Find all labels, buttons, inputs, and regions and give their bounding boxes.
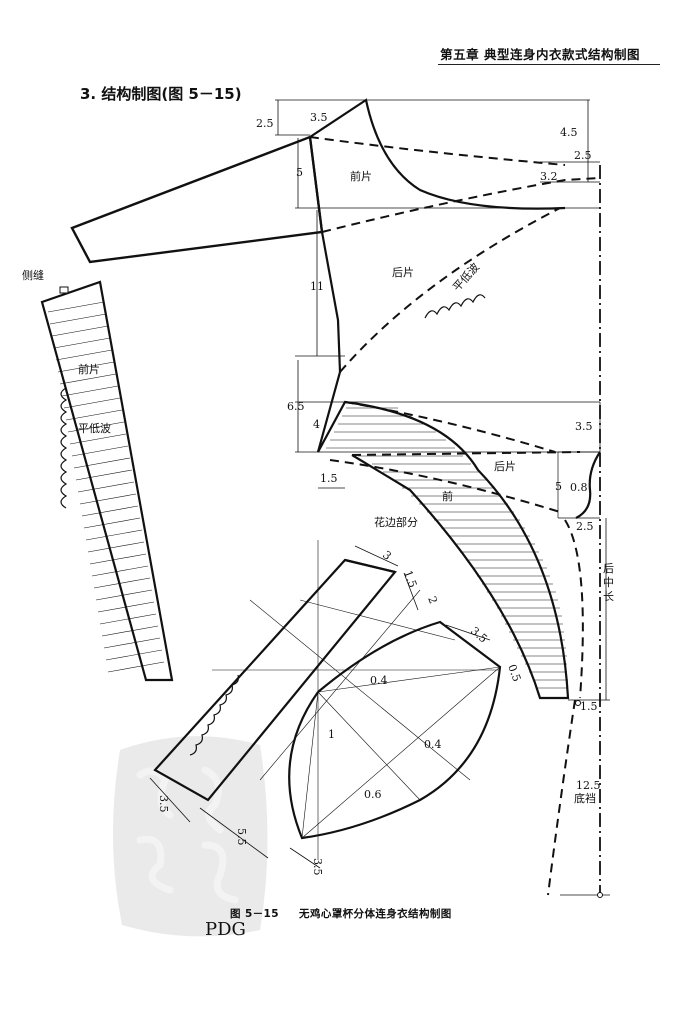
label-cb-2: 中 <box>603 576 614 589</box>
dim-6-5: 6.5 <box>287 400 305 413</box>
cup-dim-1-5: 1.5 <box>401 569 419 590</box>
label-front-piece: 前片 <box>350 169 372 183</box>
dim-3-5-right: 3.5 <box>575 420 593 433</box>
label-side-front: 前片 <box>78 362 100 376</box>
dim-2-5-lower: 2.5 <box>576 520 594 533</box>
caption-title: 无鸡心罩杯分体连身衣结构制图 <box>299 908 452 920</box>
hip-point <box>575 700 581 706</box>
section-title: 3. 结构制图(图 5－15) <box>80 85 242 103</box>
cup-dim-2: 2 <box>425 595 440 606</box>
header-rule <box>438 64 660 65</box>
watermark-text: PDG <box>205 919 246 940</box>
strap-piece <box>70 135 324 264</box>
label-cb-3: 长 <box>603 590 614 603</box>
cup-piece <box>288 620 502 840</box>
back-neck-curve <box>575 451 601 519</box>
label-cb-1: 后 <box>603 562 614 575</box>
label-lace-part: 花边部分 <box>374 515 418 529</box>
dim-5-right: 5 <box>555 480 562 493</box>
dim-4: 4 <box>313 418 320 431</box>
front-hatching <box>326 407 568 689</box>
label-back-piece: 后片 <box>392 266 414 279</box>
cup-construction <box>212 540 501 860</box>
cup-dim-3-5-right: 3.5 <box>468 624 490 645</box>
side-panel <box>40 280 174 682</box>
label-side-flat-wave: 平低波 <box>78 422 111 435</box>
figure-caption: 图 5－15 无鸡心罩杯分体连身衣结构制图 <box>230 906 452 921</box>
caption-number: 图 5－15 <box>230 908 279 920</box>
label-flat-wave-back: 平低波 <box>450 261 482 294</box>
dim-12-5: 12.5 <box>576 779 601 792</box>
dim-4-5: 4.5 <box>560 126 578 139</box>
dim-5-left: 5 <box>296 166 303 179</box>
cup-dim-0-4-lower: 0.4 <box>424 738 442 751</box>
cup-dim-0-5: 0.5 <box>505 663 523 684</box>
dim-3-2: 3.2 <box>540 170 558 183</box>
crotch-point <box>597 892 603 898</box>
watermark-seal: PDG <box>112 736 268 940</box>
dim-2-5-top: 2.5 <box>256 117 274 130</box>
cup-scallop <box>189 674 239 756</box>
label-front: 前 <box>442 489 453 503</box>
cup-dim-3-5-b: 3.5 <box>311 858 324 876</box>
cup-dim-0-4-upper: 0.4 <box>370 674 388 687</box>
cup-dim-1: 1 <box>328 728 335 741</box>
dim-2-5-right: 2.5 <box>574 149 592 162</box>
dim-1-5-bottom: 1.5 <box>580 700 598 713</box>
side-hatching <box>47 301 165 673</box>
cup-dim-0-6: 0.6 <box>364 788 382 801</box>
label-side-seam: 侧缝 <box>22 268 44 282</box>
chapter-header: 第五章 典型连身内衣款式结构制图 <box>440 47 640 62</box>
back-bodice <box>309 136 601 896</box>
pattern-labels: 前片 后片 平低波 后片 前 花边部分 侧缝 前片 平低波 后 中 长 底裆 2… <box>22 111 614 876</box>
cup-strip <box>153 558 397 802</box>
dim-1-5-left: 1.5 <box>320 472 338 485</box>
back-scallop <box>424 294 486 319</box>
cup-dimension-lines <box>149 545 491 869</box>
dim-3-5-top: 3.5 <box>310 111 328 124</box>
cup-dim-3: 3 <box>380 548 394 562</box>
cup-dim-3-5-a: 3.5 <box>157 795 170 813</box>
dim-11: 11 <box>310 280 324 293</box>
cup-dim-5-5: 5.5 <box>235 828 248 846</box>
side-seam-notch <box>59 286 69 294</box>
side-scallop <box>60 387 68 509</box>
dimension-lines <box>277 100 607 700</box>
label-back-piece-lower: 后片 <box>494 460 516 473</box>
label-crotch: 底裆 <box>574 791 596 805</box>
dim-0-8: 0.8 <box>570 481 588 494</box>
